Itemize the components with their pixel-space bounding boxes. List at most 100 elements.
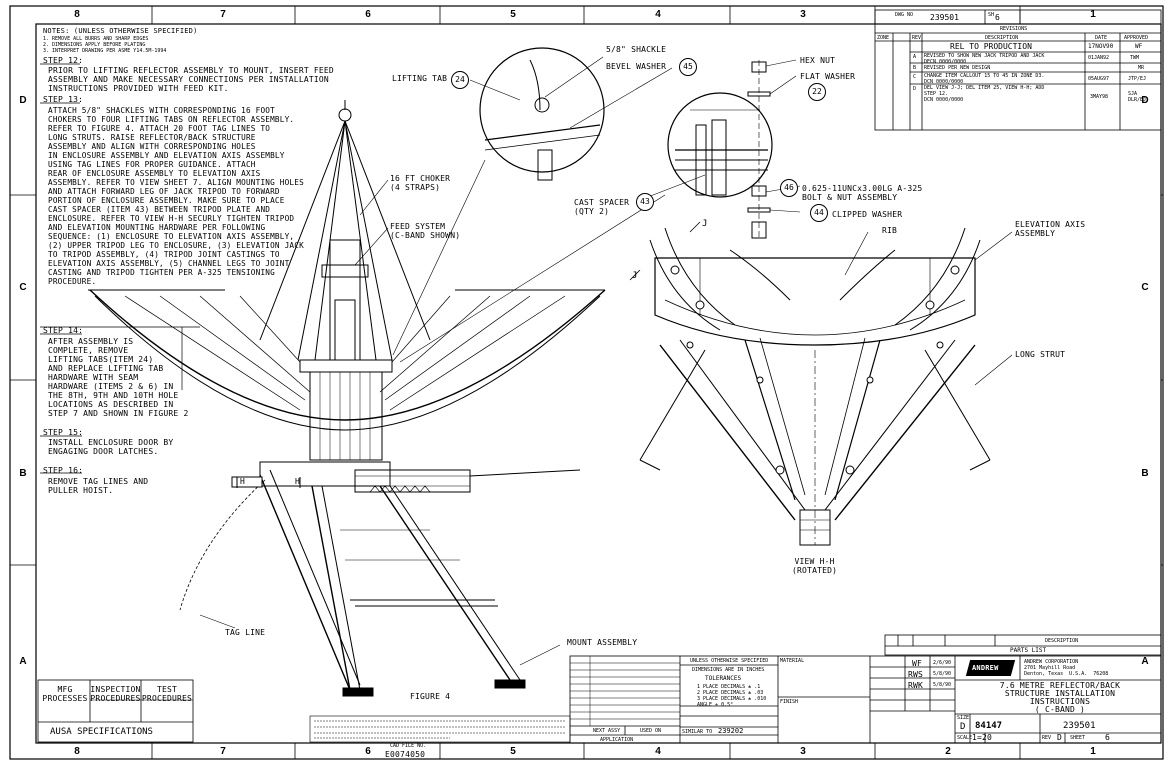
- scale-label: SCALE: [957, 735, 973, 741]
- rev-approved: SJA DLR/EJ: [1128, 91, 1147, 103]
- zone-label: A: [19, 656, 27, 667]
- rev-header: REV: [912, 35, 922, 41]
- choker-label: 16 FT CHOKER (4 STRAPS): [390, 174, 451, 192]
- step-label: STEP 15:: [43, 428, 84, 437]
- zone-label: 7: [220, 9, 226, 20]
- zone-label: C: [19, 282, 27, 293]
- rev-letter: B: [913, 65, 917, 71]
- zone-label: B: [1141, 468, 1149, 479]
- size: D: [960, 722, 966, 732]
- rev-desc: REL TO PRODUCTION: [950, 42, 1032, 51]
- zone-label: 3: [800, 746, 806, 757]
- rev-header: DATE: [1095, 35, 1108, 41]
- parts-list-title: PARTS LIST: [1010, 647, 1047, 654]
- item-callout: 43: [636, 193, 654, 211]
- item-callout: 24: [451, 71, 469, 89]
- step-label: STEP 14:: [43, 326, 84, 335]
- tolerance: 3 PLACE DECIMALS ± .010: [697, 696, 767, 702]
- section-marker: J: [702, 219, 708, 229]
- item-callout: 22: [808, 83, 826, 101]
- drawing-title: 7.6 METRE REFLECTOR/BACK STRUCTURE INSTA…: [999, 681, 1121, 714]
- sheet-label: SHEET: [1070, 735, 1086, 741]
- sheet-number: 6: [1105, 733, 1111, 742]
- zone-label: 5: [510, 9, 516, 20]
- used-on-label: USED ON: [640, 728, 662, 734]
- shackle-label: 5/8" SHACKLE: [606, 45, 667, 54]
- bevel-washer-label: BEVEL WASHER: [606, 62, 667, 71]
- rev-approved: TWM: [1130, 55, 1140, 61]
- rib-label: RIB: [882, 226, 898, 235]
- step-text: AFTER ASSEMBLY IS COMPLETE, REMOVE LIFTI…: [48, 337, 189, 418]
- zone-label: 8: [74, 746, 80, 757]
- zone-label: D: [19, 95, 27, 106]
- next-assy-label: NEXT ASSY: [593, 728, 621, 734]
- rev-approved: MR: [1138, 65, 1145, 71]
- section-marker: J: [632, 271, 638, 281]
- company-logo-text: ANDREW: [972, 664, 999, 672]
- note-line: 1. REMOVE ALL BURRS AND SHARP EDGES: [43, 36, 149, 42]
- checked-date: 5/8/90: [933, 671, 952, 677]
- rev-desc: REVISED PER NEW DESIGN: [924, 65, 991, 71]
- item-callout: 44: [810, 204, 828, 222]
- note-line: 2. DIMENSIONS APPLY BEFORE PLATING: [43, 42, 146, 48]
- feed-system-label: FEED SYSTEM (C-BAND SHOWN): [390, 222, 461, 240]
- test-procedures: TEST PROCEDURES: [141, 685, 193, 703]
- zone-label: 5: [510, 746, 516, 757]
- dims-note: DIMENSIONS ARE IN INCHES: [692, 667, 765, 673]
- rev-header: ZONE: [877, 35, 890, 41]
- company-address: ANDREW CORPORATION 2701 Mayhill Road Den…: [1024, 659, 1109, 677]
- step-text: REMOVE TAG LINES AND PULLER HOIST.: [48, 477, 149, 495]
- step-label: STEP 12:: [43, 56, 84, 65]
- dwg-no: 239501: [930, 13, 959, 22]
- flat-washer-label: FLAT WASHER: [800, 72, 856, 81]
- zone-label: D: [1141, 95, 1149, 106]
- step-label: STEP 16:: [43, 466, 84, 475]
- item-callout: 45: [679, 58, 697, 76]
- material-label: MATERIAL: [780, 658, 805, 664]
- note-line: 3. INTERPRET DRAWING PER ASME Y14.5M-199…: [43, 48, 167, 54]
- zone-label: 4: [655, 746, 661, 757]
- rev-letter: D: [1057, 733, 1063, 742]
- zone-label: C: [1141, 282, 1149, 293]
- parts-list-desc-header: DESCRIPTION: [1045, 638, 1079, 644]
- zone-label: 4: [655, 9, 661, 20]
- rev-letter: A: [913, 54, 917, 60]
- step-text: PRIOR TO LIFTING REFLECTOR ASSEMBLY TO M…: [48, 66, 334, 93]
- drawing-number: 239501: [1063, 721, 1096, 731]
- figure-label: FIGURE 4: [410, 692, 451, 701]
- inspection-procedures: INSPECTION PROCEDURES: [90, 685, 141, 703]
- rev-desc: DEL VIEW J-J; DEL ITEM 25, VIEW H-H; ADD…: [924, 85, 1045, 103]
- long-strut-label: LONG STRUT: [1015, 350, 1066, 359]
- tolerance: ANGLE ± 0.5°: [697, 702, 734, 708]
- zone-label: 6: [365, 9, 371, 20]
- zone-label: 7: [220, 746, 226, 757]
- similar-to: 239202: [718, 727, 744, 735]
- drawn-by: WF: [912, 659, 923, 668]
- rev-desc: REVISED TO SHOW NEW JACK TRIPOD AND JACK…: [924, 53, 1045, 65]
- zone-label: 6: [365, 746, 371, 757]
- zone-label: 3: [800, 9, 806, 20]
- step-text: INSTALL ENCLOSURE DOOR BY ENGAGING DOOR …: [48, 438, 174, 456]
- item-callout: 46: [780, 179, 798, 197]
- rev-date: 17NOV90: [1088, 43, 1114, 50]
- zone-label: B: [19, 468, 27, 479]
- tolerance: 1 PLACE DECIMALS ± .1: [697, 684, 761, 690]
- checked-by: RWS: [908, 670, 924, 679]
- zone-label: 1: [1090, 746, 1096, 757]
- scale: 1=20: [972, 733, 993, 742]
- tolerances-title: TOLERANCES: [705, 675, 742, 682]
- tolerance: 2 PLACE DECIMALS ± .03: [697, 690, 764, 696]
- rev-date: 3MAY98: [1090, 94, 1109, 100]
- application-label: APPLICATION: [600, 737, 634, 743]
- cast-spacer-label: CAST SPACER (QTY 2): [574, 198, 630, 216]
- step-label: STEP 13:: [43, 95, 84, 104]
- section-marker: H: [240, 477, 246, 486]
- approved-by: RWK: [908, 681, 924, 690]
- rev-approved: JTP/EJ: [1128, 76, 1147, 82]
- unless-specified: UNLESS OTHERWISE SPECIFIED: [690, 658, 769, 664]
- step-text: ATTACH 5/8" SHACKLES WITH CORRESPONDING …: [48, 106, 304, 286]
- section-marker: H: [295, 477, 301, 486]
- sheet-label: SH: [988, 12, 995, 18]
- bolt-label: 0.625-11UNCx3.00LG A-325 BOLT & NUT ASSE…: [802, 184, 923, 202]
- elevation-axis-label: ELEVATION AXIS ASSEMBLY: [1015, 220, 1086, 238]
